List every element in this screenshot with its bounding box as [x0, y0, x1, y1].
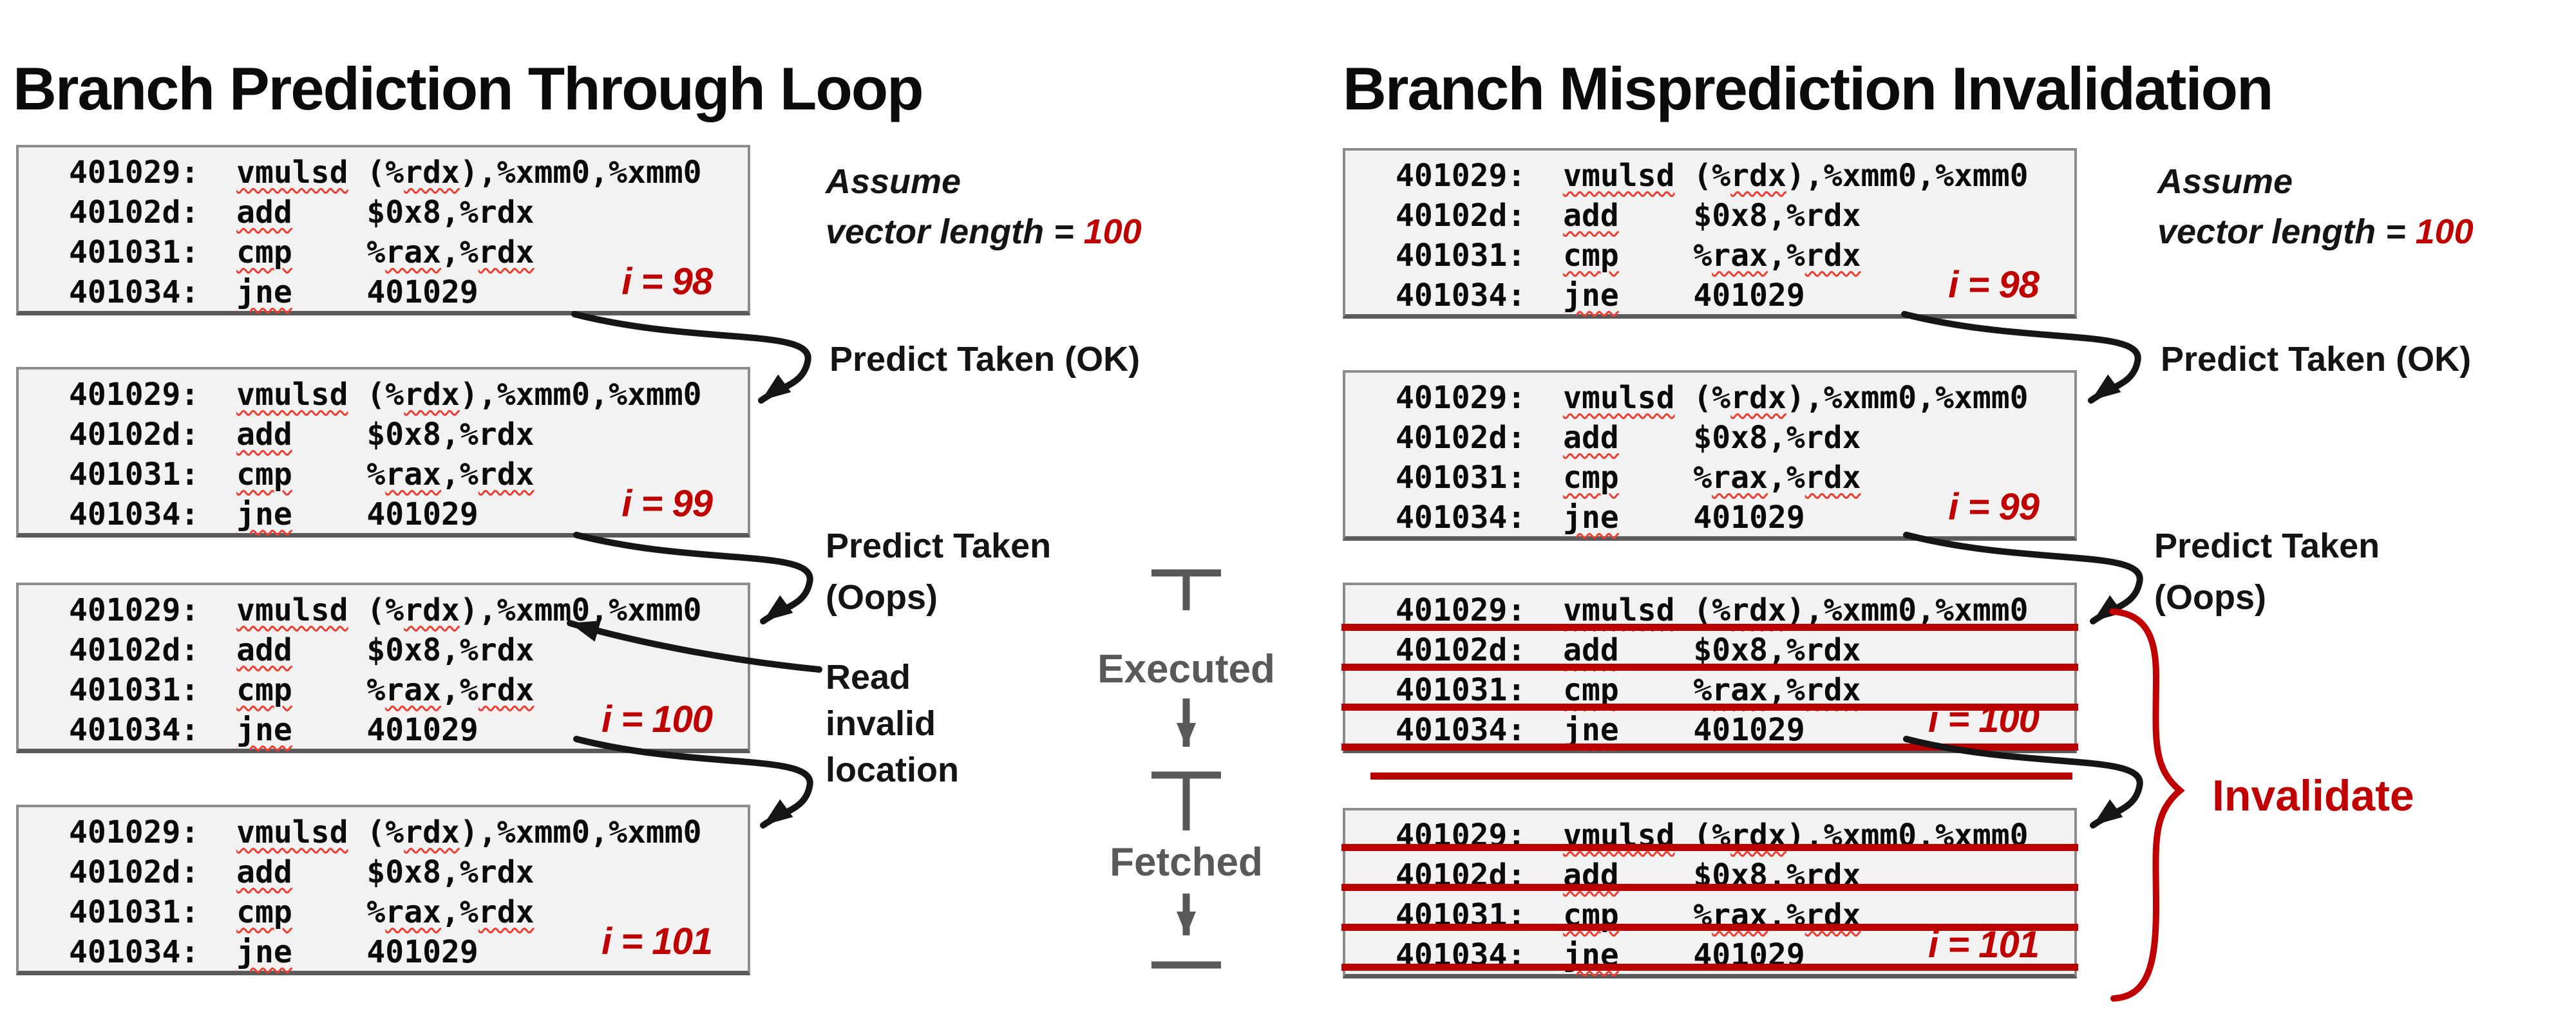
- vector-length-label-left: vector length = 100: [826, 206, 1142, 258]
- assembly-code: 401029: vmulsd (%rdx),%xmm0,%xmm0 40102d:…: [19, 585, 748, 750]
- iteration-label: i = 98: [621, 261, 713, 303]
- invalidation-strike-line: [1341, 704, 2078, 711]
- invalidation-strike-line: [1341, 924, 2078, 931]
- right-panel-title: Branch Misprediction Invalidation: [1343, 55, 2273, 122]
- invalidation-strike-line: [1341, 624, 2078, 631]
- code-box-right-2: 401029: vmulsd (%rdx),%xmm0,%xmm0 40102d:…: [1343, 370, 2077, 541]
- code-line: 401031: cmp %rax,%rdx: [69, 894, 535, 930]
- predict-taken-oops-label-right: Predict Taken: [2154, 527, 2380, 565]
- code-line: 40102d: add $0x8,%rdx: [1396, 420, 1861, 456]
- code-line: 40102d: add $0x8,%rdx: [1396, 198, 1861, 234]
- assembly-code: 401029: vmulsd (%rdx),%xmm0,%xmm0 40102d:…: [1345, 585, 2074, 750]
- code-box-right-3: 401029: vmulsd (%rdx),%xmm0,%xmm0 40102d:…: [1341, 583, 2078, 753]
- assembly-code: 401029: vmulsd (%rdx),%xmm0,%xmm0 40102d:…: [1345, 151, 2074, 315]
- code-line: 401029: vmulsd (%rdx),%xmm0,%xmm0: [1396, 592, 2029, 628]
- code-line: 401031: cmp %rax,%rdx: [1396, 238, 1861, 274]
- invalidation-strike-line: [1341, 664, 2078, 671]
- invalidate-label: Invalidate: [2212, 771, 2414, 820]
- code-line: 401031: cmp %rax,%rdx: [69, 672, 535, 708]
- vector-length-label-right: vector length = 100: [2157, 206, 2474, 258]
- invalidation-strike-line: [1341, 844, 2078, 851]
- vector-length-prefix: vector length =: [826, 212, 1084, 251]
- code-line: 40102d: add $0x8,%rdx: [1396, 632, 1861, 668]
- code-line: 401029: vmulsd (%rdx),%xmm0,%xmm0: [69, 154, 702, 191]
- iteration-label: i = 99: [621, 483, 713, 525]
- vector-length-value-right: 100: [2415, 212, 2474, 251]
- iteration-label: i = 99: [1948, 486, 2040, 528]
- code-box-left-4: 401029: vmulsd (%rdx),%xmm0,%xmm0 40102d:…: [16, 805, 750, 975]
- iteration-label: i = 98: [1948, 264, 2040, 306]
- assembly-code: 401029: vmulsd (%rdx),%xmm0,%xmm0 40102d:…: [19, 807, 748, 972]
- code-line: 40102d: add $0x8,%rdx: [69, 194, 535, 230]
- code-line: 401029: vmulsd (%rdx),%xmm0,%xmm0: [1396, 380, 2029, 416]
- executed-label: Executed: [1097, 647, 1275, 691]
- code-box-left-2: 401029: vmulsd (%rdx),%xmm0,%xmm0 40102d:…: [16, 367, 750, 538]
- executed-fetched-gauge: [1151, 569, 1221, 969]
- assume-label-right: Assume: [2157, 162, 2293, 201]
- code-line: 401029: vmulsd (%rdx),%xmm0,%xmm0: [69, 377, 702, 413]
- read-invalid-label-2: invalid: [826, 704, 936, 743]
- predict-taken-ok-label-right: Predict Taken (OK): [2161, 340, 2472, 379]
- code-line: 401034: jne 401029: [1396, 712, 1805, 748]
- code-line: 40102d: add $0x8,%rdx: [69, 632, 535, 668]
- assume-label-left: Assume: [826, 162, 961, 201]
- code-line: 401029: vmulsd (%rdx),%xmm0,%xmm0: [69, 592, 702, 628]
- code-line: 401031: cmp %rax,%rdx: [1396, 460, 1861, 496]
- vector-length-value: 100: [1083, 212, 1142, 251]
- read-invalid-label-3: location: [826, 751, 960, 789]
- code-line: 401031: cmp %rax,%rdx: [69, 456, 535, 492]
- fetched-label: Fetched: [1110, 840, 1263, 885]
- read-invalid-label-1: Read: [826, 658, 911, 697]
- vector-length-prefix-right: vector length =: [2157, 212, 2416, 251]
- code-line: 401034: jne 401029: [69, 934, 478, 970]
- predict-taken-ok-label-left: Predict Taken (OK): [829, 340, 1141, 379]
- iteration-label: i = 100: [601, 698, 713, 740]
- code-line: 401031: cmp %rax,%rdx: [1396, 672, 1861, 708]
- invalidate-brace: [2109, 608, 2185, 1002]
- invalidated-slot-line: [1370, 772, 2072, 780]
- code-line: 40102d: add $0x8,%rdx: [69, 854, 535, 890]
- code-line: 401034: jne 401029: [1396, 277, 1805, 314]
- code-line: 401034: jne 401029: [69, 274, 478, 310]
- code-line: 40102d: add $0x8,%rdx: [69, 417, 535, 453]
- code-line: 401034: jne 401029: [69, 496, 478, 532]
- invalidation-strike-line: [1341, 884, 2078, 891]
- code-line: 401029: vmulsd (%rdx),%xmm0,%xmm0: [69, 814, 702, 850]
- predict-taken-oops-label-left: Predict Taken: [826, 527, 1052, 565]
- code-line: 401034: jne 401029: [1396, 500, 1805, 536]
- code-line: 401034: jne 401029: [69, 712, 478, 748]
- invalidation-strike-line: [1341, 964, 2078, 971]
- iteration-label: i = 101: [601, 921, 713, 962]
- code-box-right-1: 401029: vmulsd (%rdx),%xmm0,%xmm0 40102d:…: [1343, 148, 2077, 319]
- predict-taken-oops-label2-left: (Oops): [826, 578, 938, 617]
- code-line: 401031: cmp %rax,%rdx: [69, 234, 535, 270]
- invalidation-strike-line: [1341, 744, 2078, 751]
- code-line: 401029: vmulsd (%rdx),%xmm0,%xmm0: [1396, 158, 2029, 194]
- code-box-left-3: 401029: vmulsd (%rdx),%xmm0,%xmm0 40102d:…: [16, 583, 750, 753]
- left-panel-title: Branch Prediction Through Loop: [13, 55, 924, 122]
- predict-taken-oops-label2-right: (Oops): [2154, 578, 2266, 617]
